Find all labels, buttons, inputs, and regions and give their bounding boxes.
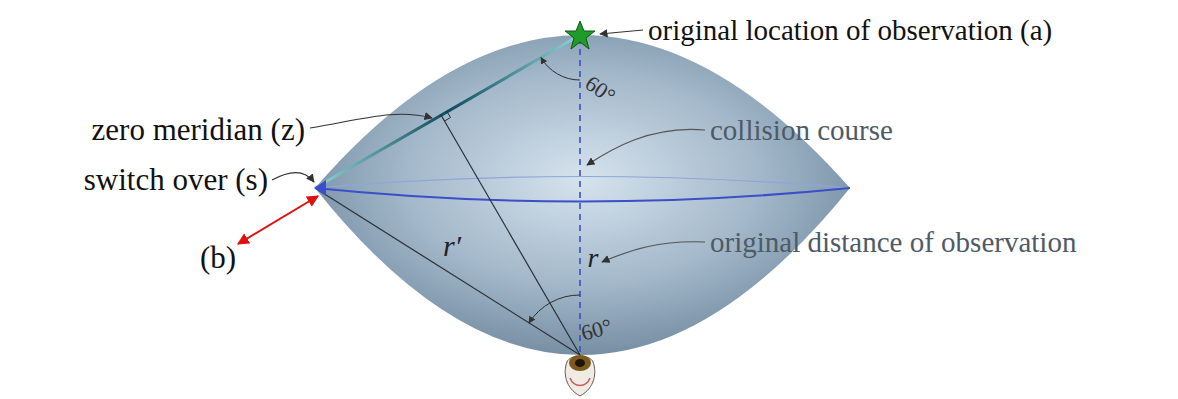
equator-front bbox=[315, 188, 850, 202]
leader-line bbox=[600, 30, 643, 34]
leader-line bbox=[587, 129, 705, 165]
leader-line bbox=[310, 114, 432, 128]
leader-line bbox=[272, 173, 314, 182]
eye-symbol bbox=[565, 355, 595, 396]
switch-label: switch over (s) bbox=[84, 164, 268, 197]
distance-label: original distance of observation bbox=[710, 227, 1076, 257]
switch-marker bbox=[314, 180, 326, 196]
distance-symbol: r bbox=[588, 243, 599, 272]
angle-arc-bottom bbox=[529, 295, 580, 323]
distance-symbol: r′ bbox=[443, 230, 461, 262]
lens-shape bbox=[315, 35, 850, 355]
perpendicular-line bbox=[441, 115, 580, 355]
angle-arc-top bbox=[541, 58, 580, 81]
zero-meridian-line bbox=[315, 35, 580, 188]
leader-line bbox=[602, 242, 705, 262]
star-symbol bbox=[565, 21, 595, 49]
arrow-label: (b) bbox=[200, 242, 236, 275]
location-label: original location of observation (a) bbox=[648, 15, 1052, 45]
right-angle-mark bbox=[445, 112, 451, 122]
collision-line bbox=[579, 38, 581, 352]
meridian-label: zero meridian (z) bbox=[92, 114, 305, 147]
r-prime-line bbox=[315, 188, 580, 355]
equator-back bbox=[315, 177, 850, 189]
course-label: collision course bbox=[710, 115, 893, 145]
direction-arrow bbox=[238, 196, 318, 244]
